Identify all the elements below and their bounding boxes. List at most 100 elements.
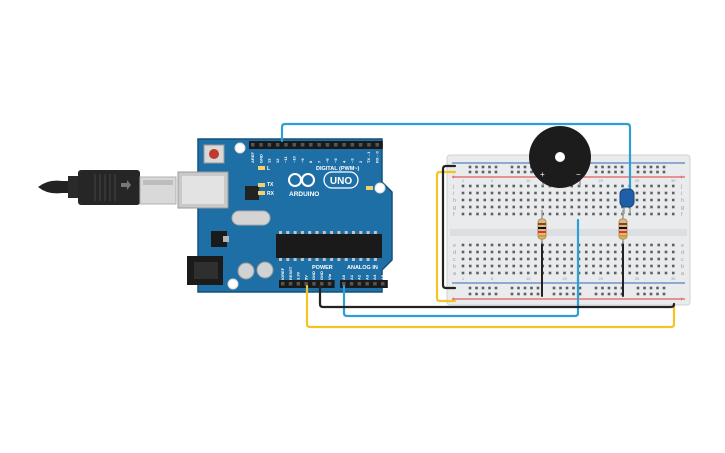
breadboard-hole[interactable] xyxy=(570,264,574,268)
breadboard-hole[interactable] xyxy=(613,198,617,202)
breadboard-hole[interactable] xyxy=(606,257,610,261)
header-pin[interactable] xyxy=(342,282,346,286)
breadboard-hole[interactable] xyxy=(526,271,530,275)
breadboard-hole[interactable] xyxy=(468,250,472,254)
breadboard-hole[interactable] xyxy=(519,243,523,247)
header-pin[interactable] xyxy=(284,143,288,147)
rail-hole[interactable] xyxy=(572,286,575,290)
header-pin[interactable] xyxy=(367,143,371,147)
header-pin[interactable] xyxy=(320,282,324,286)
header-pin[interactable] xyxy=(300,143,305,147)
breadboard-hole[interactable] xyxy=(570,191,574,195)
rail-hole[interactable] xyxy=(488,165,491,169)
breadboard-hole[interactable] xyxy=(606,191,610,195)
breadboard-hole[interactable] xyxy=(657,271,661,275)
rail-hole[interactable] xyxy=(510,286,514,290)
rail-hole[interactable] xyxy=(656,165,659,169)
breadboard-hole[interactable] xyxy=(664,184,668,188)
rail-hole[interactable] xyxy=(510,165,514,169)
breadboard-hole[interactable] xyxy=(483,205,487,209)
breadboard-hole[interactable] xyxy=(642,191,646,195)
breadboard-hole[interactable] xyxy=(526,264,530,268)
breadboard-hole[interactable] xyxy=(461,250,465,254)
breadboard-hole[interactable] xyxy=(606,212,610,216)
rail-hole[interactable] xyxy=(475,170,478,174)
breadboard-hole[interactable] xyxy=(671,191,675,195)
rail-hole[interactable] xyxy=(468,292,472,296)
breadboard-hole[interactable] xyxy=(563,212,566,216)
breadboard-hole[interactable] xyxy=(563,205,566,209)
rail-hole[interactable] xyxy=(488,286,491,290)
breadboard-hole[interactable] xyxy=(468,184,472,188)
breadboard-hole[interactable] xyxy=(483,257,487,261)
breadboard-hole[interactable] xyxy=(671,257,675,261)
rail-hole[interactable] xyxy=(468,170,472,174)
breadboard-hole[interactable] xyxy=(563,243,566,247)
breadboard-hole[interactable] xyxy=(461,191,465,195)
breadboard-hole[interactable] xyxy=(671,264,675,268)
breadboard-hole[interactable] xyxy=(570,205,574,209)
breadboard-hole[interactable] xyxy=(563,257,566,261)
breadboard-hole[interactable] xyxy=(584,205,588,209)
breadboard-hole[interactable] xyxy=(534,271,537,275)
breadboard-hole[interactable] xyxy=(555,243,559,247)
breadboard-hole[interactable] xyxy=(577,205,581,209)
breadboard-hole[interactable] xyxy=(548,198,552,202)
breadboard-hole[interactable] xyxy=(599,271,603,275)
rail-hole[interactable] xyxy=(649,170,653,174)
header-pin[interactable] xyxy=(275,143,280,147)
breadboard-hole[interactable] xyxy=(650,264,653,268)
breadboard-hole[interactable] xyxy=(563,198,566,202)
breadboard-hole[interactable] xyxy=(628,257,632,261)
breadboard-hole[interactable] xyxy=(497,191,501,195)
breadboard-hole[interactable] xyxy=(599,257,603,261)
rail-hole[interactable] xyxy=(523,292,527,296)
breadboard-hole[interactable] xyxy=(468,264,472,268)
breadboard-hole[interactable] xyxy=(548,250,552,254)
breadboard-hole[interactable] xyxy=(555,264,559,268)
breadboard-hole[interactable] xyxy=(650,191,653,195)
rail-hole[interactable] xyxy=(662,286,666,290)
rail-hole[interactable] xyxy=(601,170,604,174)
breadboard-hole[interactable] xyxy=(519,257,523,261)
breadboard-hole[interactable] xyxy=(570,243,574,247)
breadboard-hole[interactable] xyxy=(476,191,479,195)
breadboard-hole[interactable] xyxy=(483,212,487,216)
header-pin[interactable] xyxy=(304,282,308,286)
breadboard-hole[interactable] xyxy=(671,271,675,275)
rail-hole[interactable] xyxy=(494,286,498,290)
breadboard-hole[interactable] xyxy=(671,250,675,254)
rail-hole[interactable] xyxy=(494,170,498,174)
breadboard-hole[interactable] xyxy=(657,191,661,195)
breadboard-hole[interactable] xyxy=(671,184,675,188)
breadboard-hole[interactable] xyxy=(555,198,559,202)
breadboard-hole[interactable] xyxy=(497,264,501,268)
breadboard-hole[interactable] xyxy=(650,257,653,261)
breadboard-hole[interactable] xyxy=(461,184,465,188)
breadboard-hole[interactable] xyxy=(555,250,559,254)
rail-hole[interactable] xyxy=(559,286,562,290)
breadboard-hole[interactable] xyxy=(592,212,595,216)
breadboard-hole[interactable] xyxy=(519,271,523,275)
breadboard-hole[interactable] xyxy=(570,271,574,275)
rail-hole[interactable] xyxy=(494,292,498,296)
breadboard-hole[interactable] xyxy=(490,250,494,254)
header-pin[interactable] xyxy=(357,282,362,286)
breadboard-hole[interactable] xyxy=(650,184,653,188)
breadboard-hole[interactable] xyxy=(534,205,537,209)
breadboard-hole[interactable] xyxy=(592,191,595,195)
breadboard-hole[interactable] xyxy=(548,271,552,275)
breadboard-hole[interactable] xyxy=(483,264,487,268)
breadboard-hole[interactable] xyxy=(497,243,501,247)
breadboard-hole[interactable] xyxy=(613,212,617,216)
rail-hole[interactable] xyxy=(607,170,611,174)
breadboard-hole[interactable] xyxy=(468,191,472,195)
rail-hole[interactable] xyxy=(517,165,520,169)
breadboard-hole[interactable] xyxy=(490,191,494,195)
header-pin[interactable] xyxy=(309,143,313,147)
breadboard-hole[interactable] xyxy=(671,205,675,209)
wire-yellow-rail-jumper[interactable] xyxy=(435,170,457,303)
breadboard-hole[interactable] xyxy=(635,212,639,216)
breadboard-hole[interactable] xyxy=(563,191,566,195)
rail-hole[interactable] xyxy=(488,170,491,174)
